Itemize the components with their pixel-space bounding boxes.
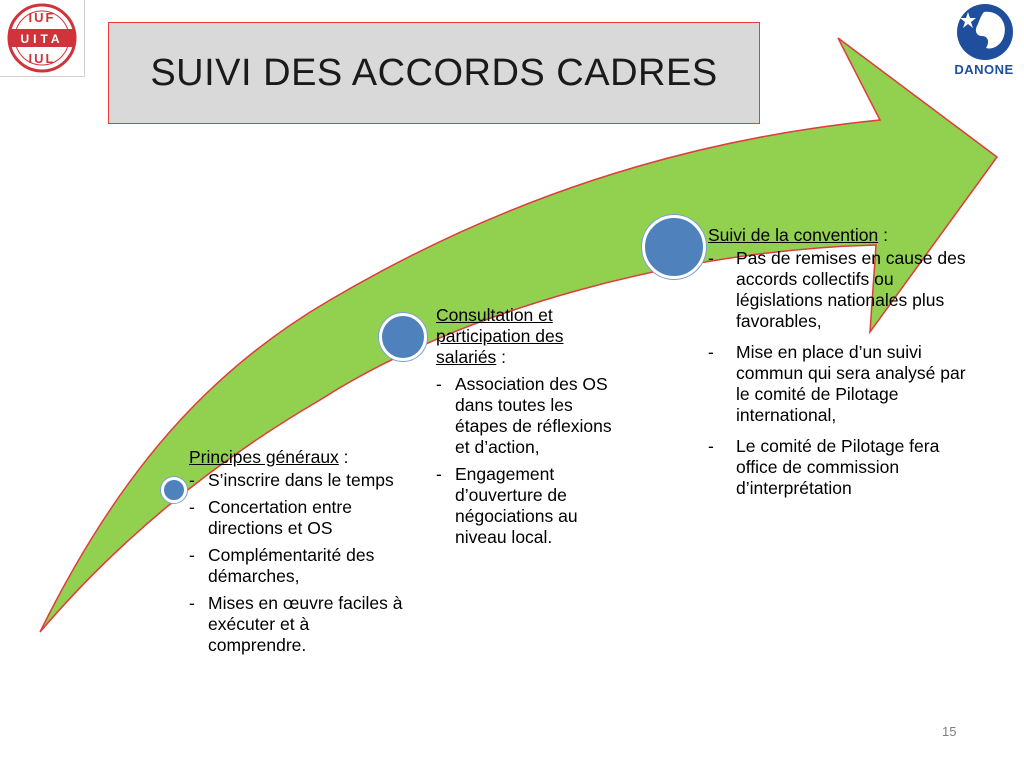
list-item: -Le comité de Pilotage fera office de co… [708, 436, 940, 498]
iuf-logo: IUF UITA IUL [0, 0, 85, 77]
milestone-2-text: Consultation et participation des salari… [436, 305, 624, 554]
danone-wordmark: DANONE [954, 62, 1014, 77]
danone-emblem-icon [957, 4, 1013, 60]
list-item: -Complémentarité des démarches, [189, 545, 375, 586]
list-item: -Engagement d’ouverture de négociations … [436, 464, 578, 547]
arrow-shape [39, 37, 999, 633]
milestone-1-text: Principes généraux : -S’inscrire dans le… [189, 447, 409, 662]
list-item: -Concertation entre directions et OS [189, 497, 352, 538]
milestone-2-list: -Association des OS dans toutes les étap… [436, 374, 624, 548]
iuf-logo-line-1: IUF [29, 10, 56, 25]
slide-title: SUIVI DES ACCORDS CADRES [150, 51, 718, 94]
milestone-3-heading: Suivi de la convention : [708, 225, 888, 245]
milestone-dot-1 [161, 477, 187, 503]
milestone-dot-2 [379, 313, 427, 361]
milestone-3-text: Suivi de la convention : -Pas de remises… [708, 225, 970, 505]
milestone-3-list: -Pas de remises en cause des accords col… [708, 248, 970, 499]
milestone-dot-3 [642, 215, 706, 279]
danone-logo: DANONE [944, 0, 1024, 84]
list-item: -Association des OS dans toutes les étap… [436, 374, 612, 457]
milestone-2-heading: Consultation et participation des salari… [436, 305, 564, 367]
list-item: -S’inscrire dans le temps [189, 470, 394, 490]
title-box: SUIVI DES ACCORDS CADRES [108, 22, 760, 124]
milestone-1-heading: Principes généraux : [189, 447, 349, 467]
list-item: -Mises en œuvre faciles à exécuter et à … [189, 593, 403, 655]
iuf-logo-line-2: UITA [20, 32, 63, 46]
slide-number: 15 [942, 724, 957, 739]
list-item: -Mise en place d’un suivi commun qui ser… [708, 342, 966, 425]
milestone-1-list: -S’inscrire dans le temps -Concertation … [189, 470, 409, 656]
iuf-logo-line-3: IUL [29, 51, 56, 66]
list-item: -Pas de remises en cause des accords col… [708, 248, 966, 331]
